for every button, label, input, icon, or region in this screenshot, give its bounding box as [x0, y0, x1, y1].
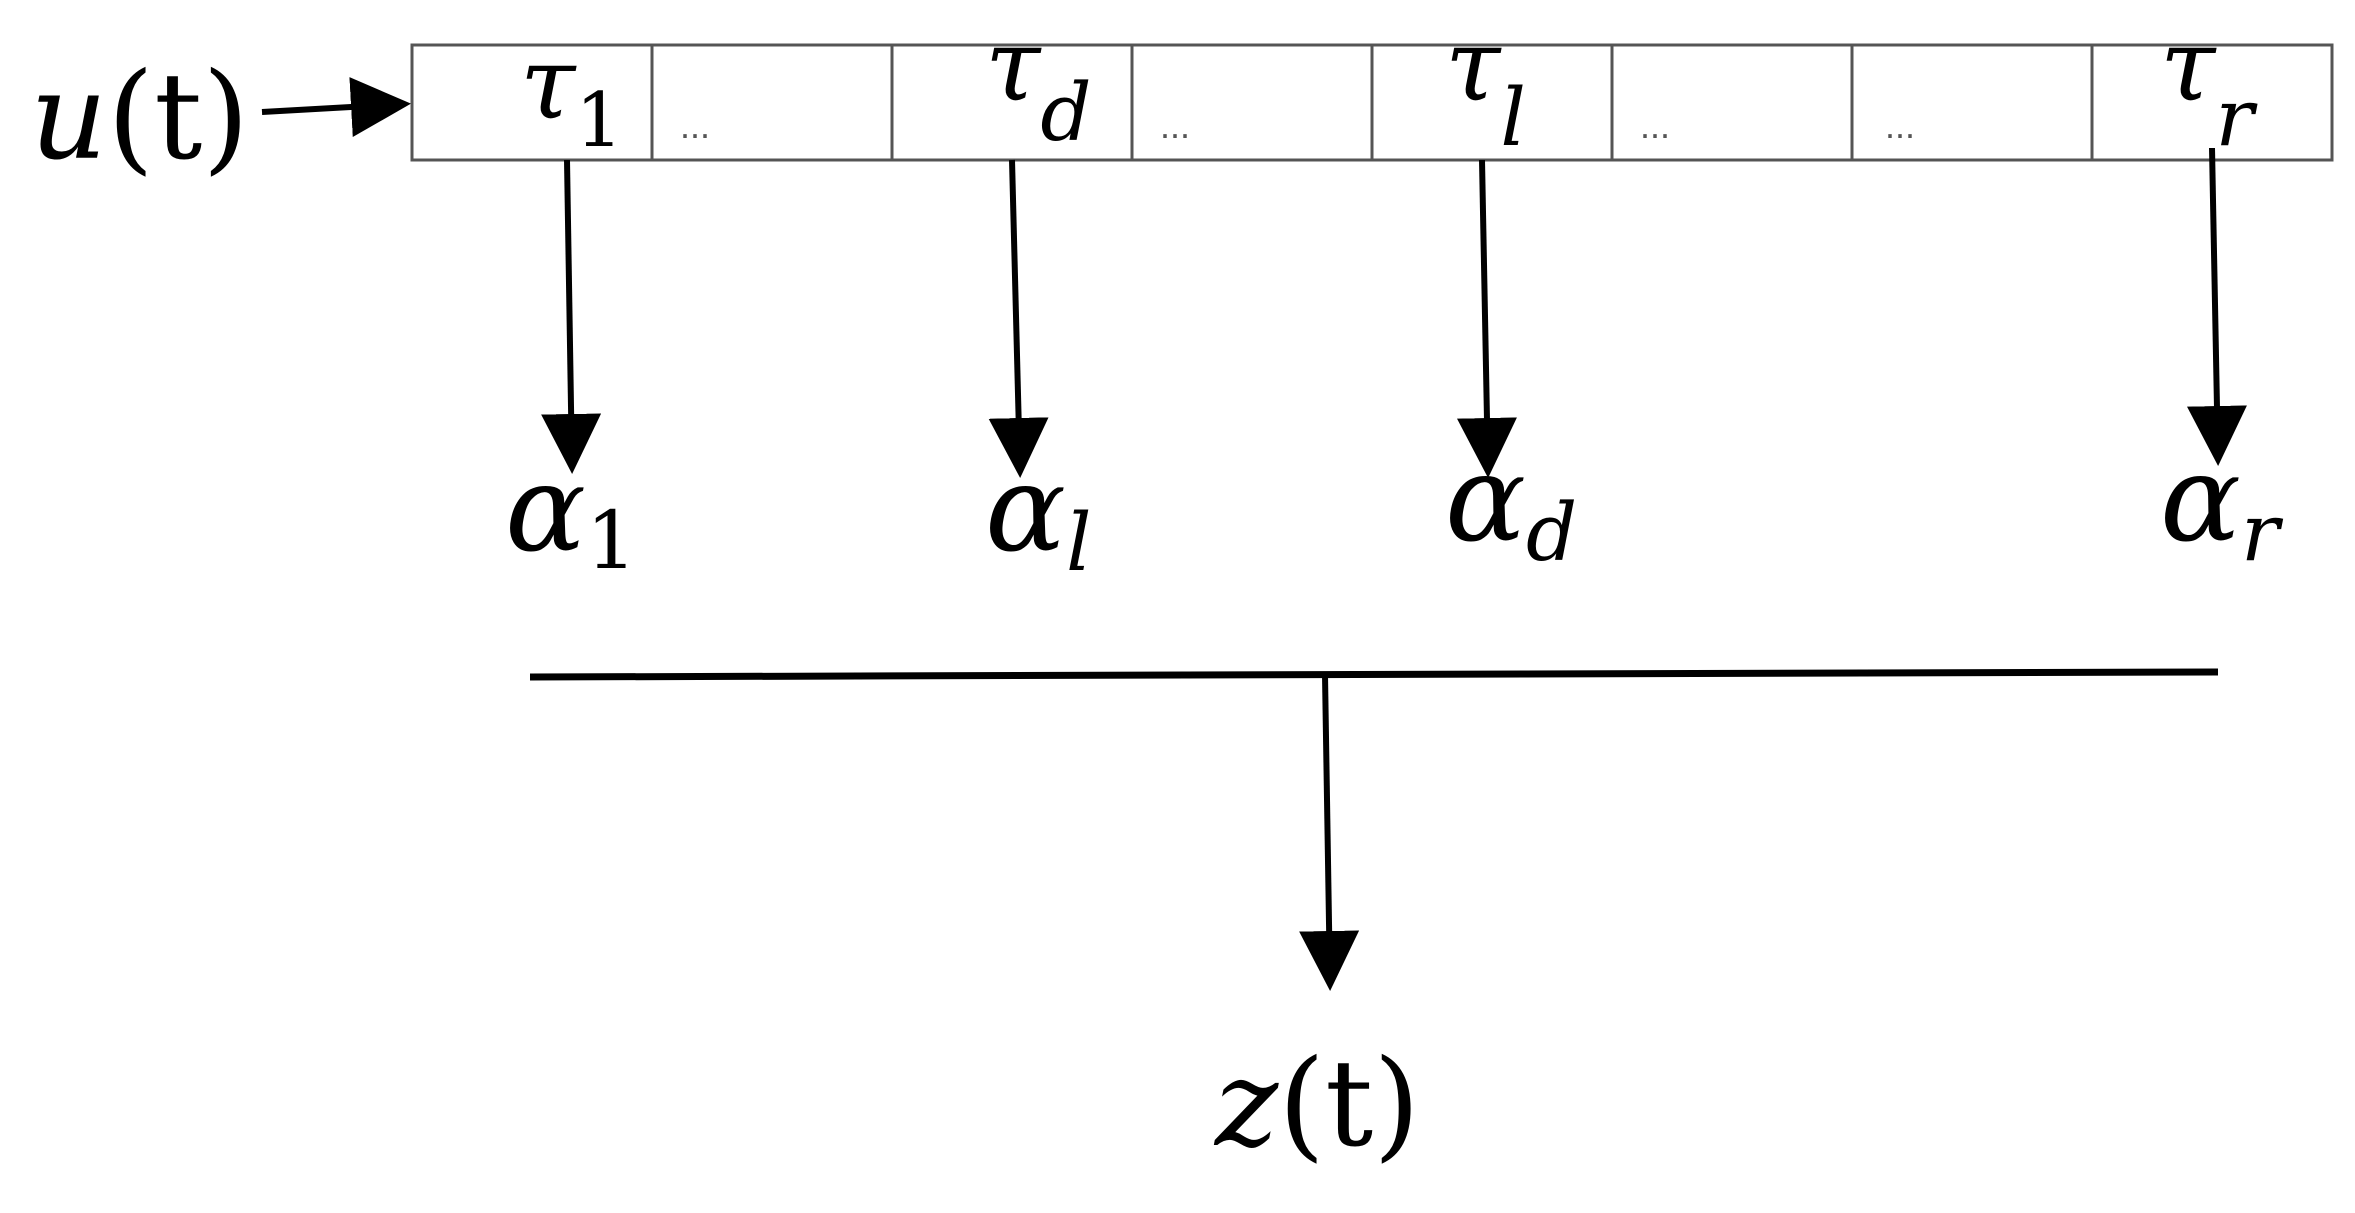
delay-cell: ... — [1130, 43, 1374, 162]
ellipsis-label: ... — [680, 105, 710, 146]
ellipsis-label: ... — [1160, 105, 1190, 146]
tap-arrow-tau-1 — [541, 159, 602, 474]
summation-line — [529, 668, 2219, 681]
ellipsis-label: ... — [1885, 105, 1915, 146]
tap-arrow-tau-d — [988, 159, 1049, 478]
delay-line: τ1 ... τd ... τl ... .. — [410, 7, 2334, 164]
output-label-arg: (t) — [1278, 1035, 1420, 1174]
input-arrow — [261, 77, 411, 137]
output-label-base: z — [1213, 1035, 1279, 1174]
delay-cell: ... — [1610, 43, 1854, 162]
tap-arrow-tau-l — [1456, 159, 1517, 478]
input-label-arg: (t) — [107, 48, 249, 187]
delay-cell: τl — [1370, 7, 1614, 164]
tap-label-tau-1: τ1 — [520, 25, 623, 164]
tap-label-tau-r: τr — [2160, 7, 2258, 164]
tap-label-tau-l: τl — [1445, 7, 1526, 164]
weight-label-alpha-l: αl — [985, 440, 1092, 589]
weight-label-alpha-r: αr — [2160, 430, 2284, 579]
weight-label-alpha-1: α1 — [505, 440, 637, 587]
ellipsis-label: ... — [1640, 105, 1670, 146]
tap-arrow-tau-r — [2186, 147, 2247, 466]
delay-cell: τr — [2090, 7, 2334, 164]
output-label: z(t) — [1213, 1035, 1420, 1174]
delay-cell: τd — [890, 7, 1134, 162]
delay-cell: ... — [650, 43, 894, 162]
weight-label-alpha-d: αd — [1445, 430, 1577, 579]
delay-cell: τ1 — [410, 25, 654, 164]
input-label-base: u — [30, 48, 107, 187]
delay-cell: ... — [1850, 43, 2094, 162]
output-arrow — [1299, 674, 1360, 991]
input-label: u(t) — [30, 48, 249, 187]
tap-label-tau-d: τd — [985, 7, 1092, 159]
